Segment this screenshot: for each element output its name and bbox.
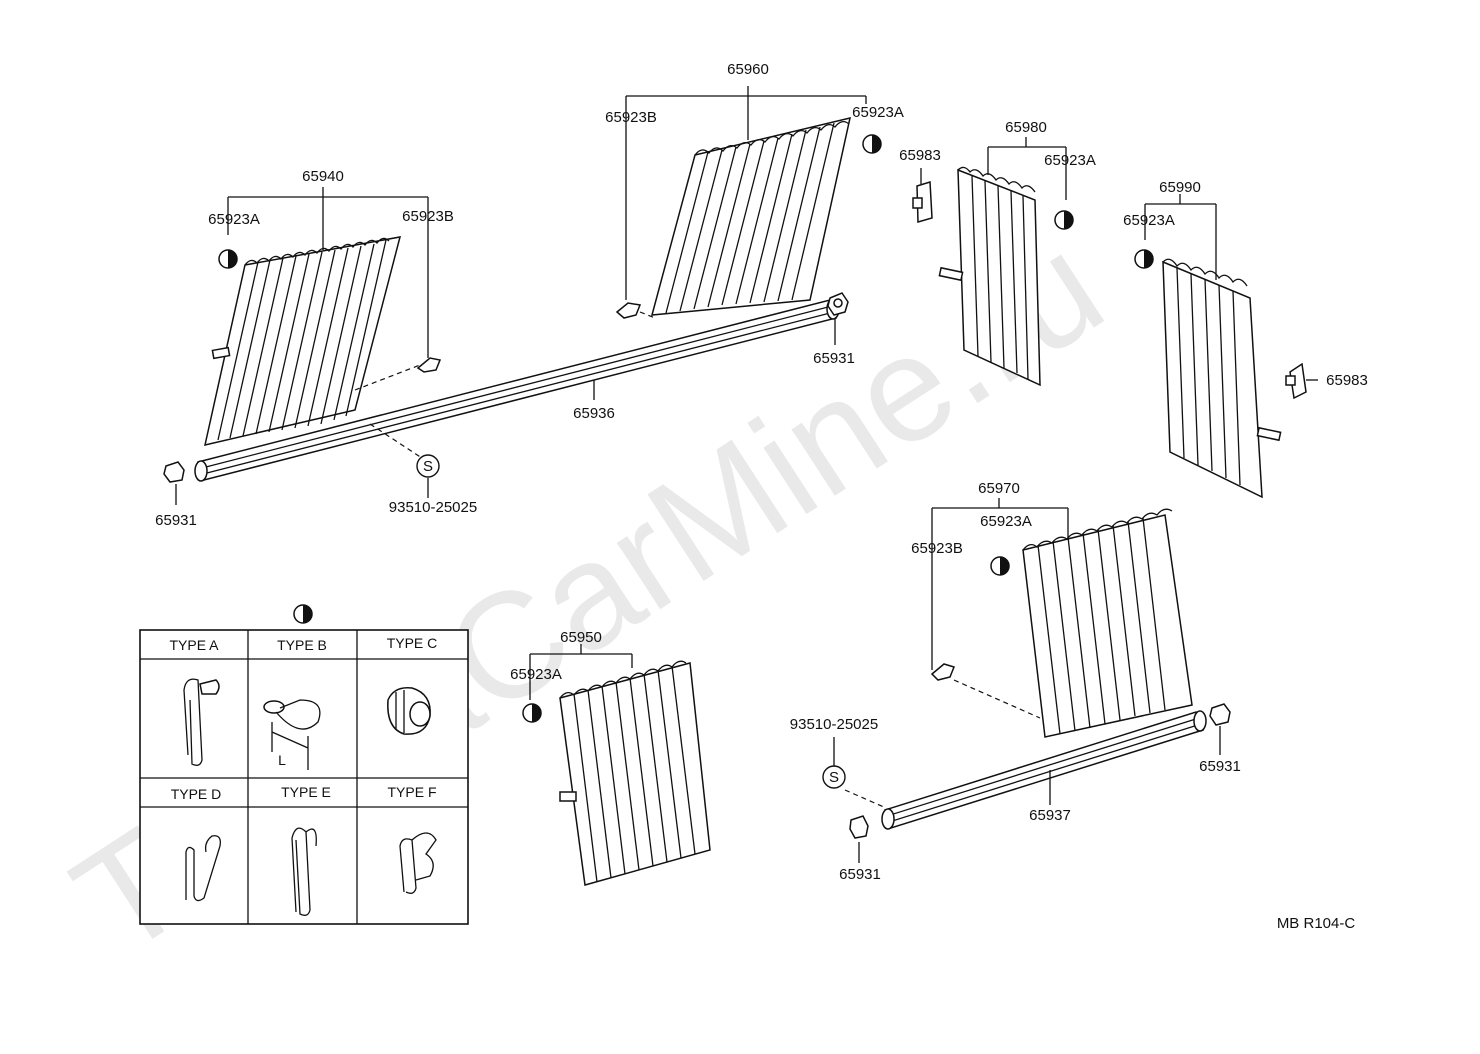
end-cap-65931-d [849, 815, 869, 839]
curtain-65990 [1162, 258, 1282, 499]
svg-text:S: S [423, 458, 433, 475]
label-65950: 65950 [560, 629, 602, 646]
curtain-65960 [650, 116, 851, 316]
table-header-type-d: TYPE D [171, 786, 222, 802]
type-d-hook-icon [185, 835, 221, 902]
label-65931: 65931 [155, 512, 197, 529]
half-circle-symbol [862, 134, 882, 154]
label-65940: 65940 [302, 168, 344, 185]
end-cap-65931-right [827, 292, 849, 316]
table-header-type-f: TYPE F [387, 784, 436, 800]
label-93510-25025: 93510-25025 [790, 716, 878, 733]
label-65960: 65960 [727, 61, 769, 78]
s-symbol-a: S [416, 454, 440, 478]
hook-type-table: TYPE A TYPE B TYPE C TYPE D TYPE E TYPE … [139, 629, 469, 925]
hook-65923b-b [416, 357, 442, 373]
rail-65937 [881, 710, 1207, 830]
label-65983: 65983 [899, 147, 941, 164]
type-e-hook-icon [291, 827, 317, 916]
label-65923a: 65923A [1123, 212, 1175, 229]
end-cap-65931-c [1209, 703, 1231, 726]
diagram-code: MB R104-C [1277, 915, 1356, 932]
label-65923a: 65923A [980, 513, 1032, 530]
label-65980: 65980 [1005, 119, 1047, 136]
curtain-65980 [938, 166, 1041, 387]
type-b-hook-icon: L [263, 699, 321, 770]
svg-text:S: S [829, 769, 839, 786]
hook-65923b-c [930, 663, 956, 681]
label-65936: 65936 [573, 405, 615, 422]
curtain-65950 [559, 660, 711, 886]
label-65923b: 65923B [911, 540, 963, 557]
curtain-65940 [204, 236, 402, 447]
end-cap-65931-left [163, 461, 185, 483]
half-circle-symbol [293, 604, 313, 624]
table-header-type-b: TYPE B [277, 637, 327, 653]
label-65923a: 65923A [510, 666, 562, 683]
bracket-65983-a [912, 181, 933, 223]
type-f-hook-icon [399, 832, 437, 894]
type-a-hook-icon [183, 678, 220, 766]
hook-65923b-a [615, 302, 642, 319]
label-65923a: 65923A [208, 211, 260, 228]
half-circle-symbol [218, 249, 238, 269]
label-65937: 65937 [1029, 807, 1071, 824]
label-65931: 65931 [1199, 758, 1241, 775]
table-header-type-c: TYPE C [387, 635, 438, 651]
dimension-l-label: L [278, 752, 286, 768]
label-65923a: 65923A [1044, 152, 1096, 169]
half-circle-symbol [990, 556, 1010, 576]
label-93510-25025: 93510-25025 [389, 499, 477, 516]
table-header-type-e: TYPE E [281, 784, 331, 800]
label-65990: 65990 [1159, 179, 1201, 196]
half-circle-symbol [1054, 210, 1074, 230]
half-circle-symbol [1134, 249, 1154, 269]
label-65931: 65931 [813, 350, 855, 367]
curtain-65970 [1022, 508, 1193, 738]
label-65923b: 65923B [402, 208, 454, 225]
bracket-65983-b [1285, 362, 1307, 400]
label-65983: 65983 [1326, 372, 1368, 389]
label-65970: 65970 [978, 480, 1020, 497]
label-65923b: 65923B [605, 109, 657, 126]
type-c-cap-icon [387, 687, 431, 735]
label-65931: 65931 [839, 866, 881, 883]
label-65923a: 65923A [852, 104, 904, 121]
table-header-type-a: TYPE A [169, 637, 219, 653]
s-symbol-b: S [822, 765, 846, 789]
half-circle-symbol [522, 703, 542, 723]
